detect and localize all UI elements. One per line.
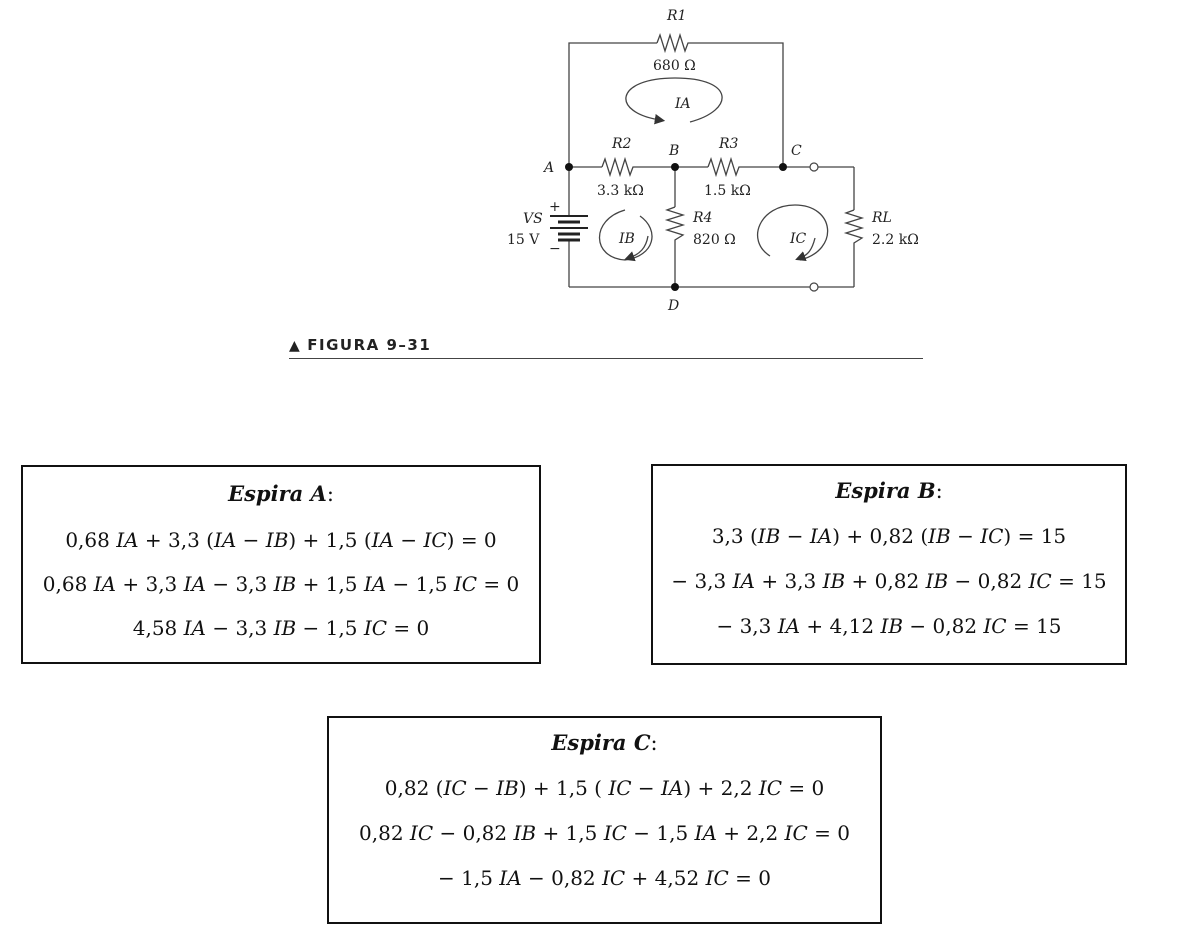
figure-caption-text: FIGURA 9–31: [307, 336, 432, 354]
ia-label: IA: [674, 96, 691, 112]
r3-value: 1.5 kΩ: [704, 183, 751, 199]
source-value: 15 V: [507, 232, 540, 248]
ic-label: IC: [789, 231, 807, 247]
r1-value: 680 Ω: [653, 58, 696, 74]
espira-c-eq-3: − 1,5 𝐼𝐴 − 0,82 𝐼𝐶 + 4,52 𝐼𝐶 = 0: [438, 866, 771, 890]
espira-c-eq-2: 0,82 𝐼𝐶 − 0,82 𝐼𝐵 + 1,5 𝐼𝐶 − 1,5 𝐼𝐴 + 2,…: [359, 821, 850, 845]
espira-c-box: Espira C: 0,82 (𝐼𝐶 − 𝐼𝐵) + 1,5 ( 𝐼𝐶 − 𝐼𝐴…: [327, 716, 882, 924]
loop-ia-icon: [625, 77, 723, 125]
wire-top: [568, 42, 657, 167]
r2-label: R2: [611, 136, 632, 152]
resistor-r4: [664, 206, 686, 243]
node-c-dot: [779, 163, 787, 171]
node-d-label: D: [667, 298, 679, 314]
node-d-dot: [671, 283, 679, 291]
battery-icon: [550, 215, 588, 242]
espira-a-title: Espira A:: [228, 481, 334, 506]
espira-b-title: Espira B:: [835, 478, 943, 503]
r4-value: 820 Ω: [693, 232, 736, 248]
triangle-icon: ▲: [289, 338, 302, 354]
espira-a-box: Espira A: 0,68 𝐼𝐴 + 3,3 (𝐼𝐴 − 𝐼𝐵) + 1,5 …: [21, 465, 541, 664]
espira-a-eq-3: 4,58 𝐼𝐴 − 3,3 𝐼𝐵 − 1,5 𝐼𝐶 = 0: [132, 616, 430, 640]
resistor-r1: [656, 32, 691, 54]
node-b-dot: [671, 163, 679, 171]
espira-c-eq-1: 0,82 (𝐼𝐶 − 𝐼𝐵) + 1,5 ( 𝐼𝐶 − 𝐼𝐴) + 2,2 𝐼𝐶…: [384, 776, 825, 800]
terminal-bottom: [809, 282, 819, 292]
espira-b-box: Espira B: 3,3 (𝐼𝐵 − 𝐼𝐴) + 0,82 (𝐼𝐵 − 𝐼𝐶)…: [651, 464, 1127, 665]
r2-value: 3.3 kΩ: [597, 183, 644, 199]
espira-c-title: Espira C:: [551, 730, 658, 755]
espira-b-eq-1: 3,3 (𝐼𝐵 − 𝐼𝐴) + 0,82 (𝐼𝐵 − 𝐼𝐶) = 15: [711, 524, 1067, 548]
espira-a-eq-1: 0,68 𝐼𝐴 + 3,3 (𝐼𝐴 − 𝐼𝐵) + 1,5 (𝐼𝐴 − 𝐼𝐶) …: [65, 528, 497, 552]
source-plus: +: [549, 199, 561, 215]
circuit-diagram: R1 680 Ω IA R2 3.3 kΩ B R3 1.5 kΩ C A + …: [507, 8, 919, 314]
loop-ic-icon: [756, 204, 829, 261]
espira-b-eq-3: − 3,3 𝐼𝐴 + 4,12 𝐼𝐵 − 0,82 𝐼𝐶 = 15: [716, 614, 1062, 638]
node-c-label: C: [791, 143, 802, 159]
resistor-rl: [843, 209, 865, 246]
espira-a-eq-2: 0,68 𝐼𝐴 + 3,3 𝐼𝐴 − 3,3 𝐼𝐵 + 1,5 𝐼𝐴 − 1,5…: [42, 572, 520, 596]
rl-value: 2.2 kΩ: [872, 232, 919, 248]
resistor-r2: [601, 156, 636, 178]
rl-label: RL: [871, 210, 892, 226]
r4-label: R4: [692, 210, 712, 226]
node-b-label: B: [668, 143, 679, 159]
node-a-label: A: [542, 160, 554, 176]
source-label: VS: [523, 211, 543, 227]
resistor-r3: [707, 156, 742, 178]
ib-label: IB: [618, 231, 635, 247]
r3-label: R3: [718, 136, 739, 152]
source-minus: −: [549, 241, 561, 257]
node-a-dot: [565, 163, 573, 171]
terminal-top: [809, 162, 819, 172]
r1-label: R1: [666, 8, 686, 24]
figure-caption: ▲ FIGURA 9–31: [289, 336, 923, 359]
espira-b-eq-2: − 3,3 𝐼𝐴 + 3,3 𝐼𝐵 + 0,82 𝐼𝐵 − 0,82 𝐼𝐶 = …: [671, 569, 1107, 593]
